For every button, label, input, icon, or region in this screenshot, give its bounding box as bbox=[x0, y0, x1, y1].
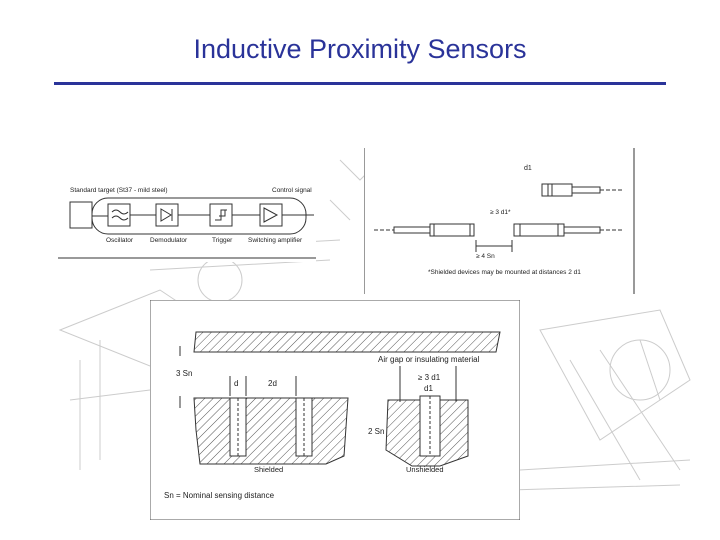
two-sn-label: 2 Sn bbox=[368, 427, 384, 436]
two-d-label: 2d bbox=[268, 379, 277, 388]
sn-top-label: 3 Sn bbox=[176, 369, 192, 378]
slide-title: Inductive Proximity Sensors bbox=[193, 34, 527, 64]
legend-text: Sn = Nominal sensing distance bbox=[164, 491, 275, 500]
d1-label-3: d1 bbox=[424, 384, 433, 393]
d-label: d bbox=[234, 379, 238, 388]
switching-amplifier-block bbox=[259, 203, 283, 227]
standard-target bbox=[69, 201, 93, 229]
shielded-label: Shielded bbox=[254, 465, 283, 474]
mounting-diagram: d1 ≥ 3 d1* ≥ 4 Sn *Shielded devices may … bbox=[364, 148, 636, 294]
shielded-sensor-left bbox=[229, 397, 247, 457]
three-d1-label: ≥ 3 d1 bbox=[418, 373, 441, 382]
switching-amplifier-label: Switching amplifier bbox=[248, 237, 303, 244]
target-plate bbox=[193, 331, 501, 353]
sensor-right bbox=[513, 223, 565, 237]
air-gap-label: Air gap or insulating material bbox=[378, 355, 480, 364]
target-label: Standard target (St37 - mild steel) bbox=[70, 187, 168, 194]
block-diagram: Standard target (St37 - mild steel) Cont… bbox=[58, 172, 316, 262]
demodulator-label: Demodulator bbox=[150, 237, 188, 244]
oscillator-block bbox=[107, 203, 131, 227]
cross-section-diagram: 3 Sn Air gap or insulating material ≥ 3 … bbox=[150, 300, 520, 520]
spacing-label: ≥ 3 d1* bbox=[490, 209, 511, 216]
oscillator-label: Oscillator bbox=[106, 237, 134, 244]
sensor-left bbox=[429, 223, 475, 237]
unshielded-label: Unshielded bbox=[406, 465, 444, 474]
sensor-upper bbox=[541, 183, 573, 197]
footnote: *Shielded devices may be mounted at dist… bbox=[428, 269, 581, 276]
title-underline bbox=[54, 82, 666, 85]
demodulator-block bbox=[155, 203, 179, 227]
shielded-sensor-right bbox=[295, 397, 313, 457]
sn-label: ≥ 4 Sn bbox=[476, 253, 495, 260]
d1-label: d1 bbox=[524, 165, 532, 172]
shielded-block bbox=[193, 397, 349, 465]
trigger-label: Trigger bbox=[212, 237, 233, 244]
control-signal-label: Control signal bbox=[272, 187, 312, 194]
